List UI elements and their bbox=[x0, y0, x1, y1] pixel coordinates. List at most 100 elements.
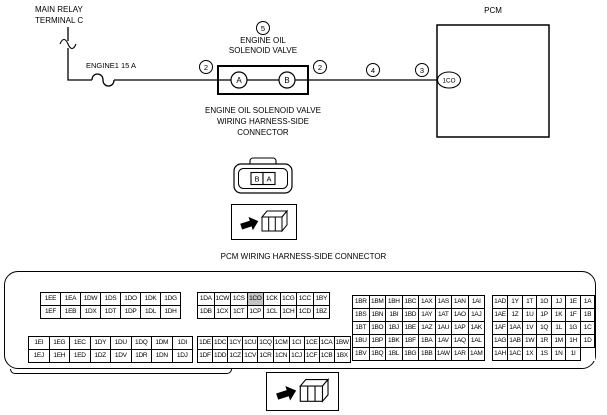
pin-1U: 1U bbox=[521, 308, 538, 322]
pcm-view-direction-box bbox=[266, 372, 339, 411]
pin-1CL: 1CL bbox=[263, 305, 281, 319]
pin-1AH: 1AH bbox=[491, 347, 509, 361]
pin-1BT: 1BT bbox=[352, 321, 370, 335]
pin-1EE: 1EE bbox=[40, 292, 61, 306]
pin-1BX: 1BX bbox=[333, 349, 351, 363]
callout-5: 5 bbox=[256, 21, 270, 35]
pin-1EC: 1EC bbox=[69, 336, 91, 350]
pin-1DQ: 1DQ bbox=[130, 336, 152, 350]
pin-1BQ: 1BQ bbox=[368, 347, 386, 361]
valve-face-pin-b: B bbox=[254, 175, 259, 184]
pin-1B: 1B bbox=[579, 308, 596, 322]
pin-1DI: 1DI bbox=[171, 336, 193, 350]
pin-1BS: 1BS bbox=[352, 308, 370, 322]
pin-1BW: 1BW bbox=[333, 336, 351, 350]
pin-1Q: 1Q bbox=[536, 321, 552, 335]
valve-terminal-a-label: A bbox=[236, 76, 242, 85]
pin-1CO: 1CO bbox=[246, 292, 265, 306]
view-arrow-icon bbox=[240, 216, 259, 231]
pin-1AF: 1AF bbox=[491, 321, 509, 335]
pin-1I: 1I bbox=[565, 347, 581, 361]
pin-1DY: 1DY bbox=[89, 336, 111, 350]
pin-1CK: 1CK bbox=[263, 292, 281, 306]
pin-1BJ: 1BJ bbox=[385, 321, 403, 335]
pin-1CF: 1CF bbox=[303, 349, 320, 363]
pcm-terminal-1co-label: 1CO bbox=[443, 78, 456, 85]
pin-1AB: 1AB bbox=[507, 334, 523, 348]
pin-1AR: 1AR bbox=[451, 347, 469, 361]
pcm-terminal-1co-circle bbox=[436, 71, 462, 89]
valve-connector-caption-line3: CONNECTOR bbox=[237, 128, 289, 137]
svg-text:3: 3 bbox=[420, 66, 424, 75]
pin-1DP: 1DP bbox=[120, 305, 141, 319]
valve-connector-caption-line1: ENGINE OIL SOLENOID VALVE bbox=[205, 106, 321, 115]
pin-1AV: 1AV bbox=[434, 334, 452, 348]
pin-1X: 1X bbox=[521, 347, 538, 361]
pin-1AU: 1AU bbox=[434, 321, 452, 335]
pin-1AX: 1AX bbox=[418, 295, 436, 309]
pin-1EH: 1EH bbox=[48, 349, 70, 363]
pin-1AJ: 1AJ bbox=[467, 308, 485, 322]
pin-1BI: 1BI bbox=[385, 308, 403, 322]
valve-terminal-a-circle bbox=[230, 71, 248, 89]
valve-title-line1: ENGINE OIL bbox=[240, 36, 286, 45]
pin-1DJ: 1DJ bbox=[171, 349, 193, 363]
pin-1CH: 1CH bbox=[279, 305, 298, 319]
pin-1CX: 1CX bbox=[213, 305, 232, 319]
pin-1BF: 1BF bbox=[401, 334, 419, 348]
callout-2-left: 2 bbox=[199, 60, 213, 74]
valve-title-line2: SOLENOID VALVE bbox=[228, 46, 298, 55]
main-relay-label-line1: MAIN RELAY bbox=[35, 5, 83, 14]
pcm-title: PCM bbox=[484, 6, 502, 15]
pin-1AY: 1AY bbox=[418, 308, 436, 322]
valve-terminal-b-label: B bbox=[284, 76, 289, 85]
pin-1BK: 1BK bbox=[385, 334, 403, 348]
pin-1AT: 1AT bbox=[434, 308, 452, 322]
pin-1CA: 1CA bbox=[318, 336, 335, 350]
pin-1DT: 1DT bbox=[100, 305, 121, 319]
pin-1BE: 1BE bbox=[401, 321, 419, 335]
pin-1AL: 1AL bbox=[467, 334, 485, 348]
pin-1F: 1F bbox=[565, 308, 581, 322]
valve-face-pin-a: A bbox=[266, 175, 271, 184]
pin-1BY: 1BY bbox=[312, 292, 331, 306]
pin-1AA: 1AA bbox=[507, 321, 523, 335]
pcm-connector-caption: PCM WIRING HARNESS-SIDE CONNECTOR bbox=[220, 252, 387, 261]
pin-1AN: 1AN bbox=[451, 295, 469, 309]
pin-1CB: 1CB bbox=[318, 349, 335, 363]
pin-1EB: 1EB bbox=[60, 305, 81, 319]
pin-1AP: 1AP bbox=[451, 321, 469, 335]
pin-1BB: 1BB bbox=[418, 347, 436, 361]
pin-1CE: 1CE bbox=[303, 336, 320, 350]
pin-1CW: 1CW bbox=[213, 292, 232, 306]
pin-1BA: 1BA bbox=[418, 334, 436, 348]
pin-1CP: 1CP bbox=[246, 305, 265, 319]
pin-1CS: 1CS bbox=[230, 292, 248, 306]
pin-1BD: 1BD bbox=[401, 308, 419, 322]
pin-1CR: 1CR bbox=[257, 349, 274, 363]
main-relay-label-line2: TERMINAL C bbox=[35, 15, 84, 25]
svg-text:2: 2 bbox=[204, 63, 208, 72]
pin-1J: 1J bbox=[550, 295, 567, 309]
main-relay-wire bbox=[67, 27, 92, 81]
pin-1Y: 1Y bbox=[507, 295, 523, 309]
pin-1CJ: 1CJ bbox=[288, 349, 305, 363]
pin-1DE: 1DE bbox=[197, 336, 213, 350]
pin-1P: 1P bbox=[536, 308, 552, 322]
svg-text:2: 2 bbox=[318, 63, 322, 72]
